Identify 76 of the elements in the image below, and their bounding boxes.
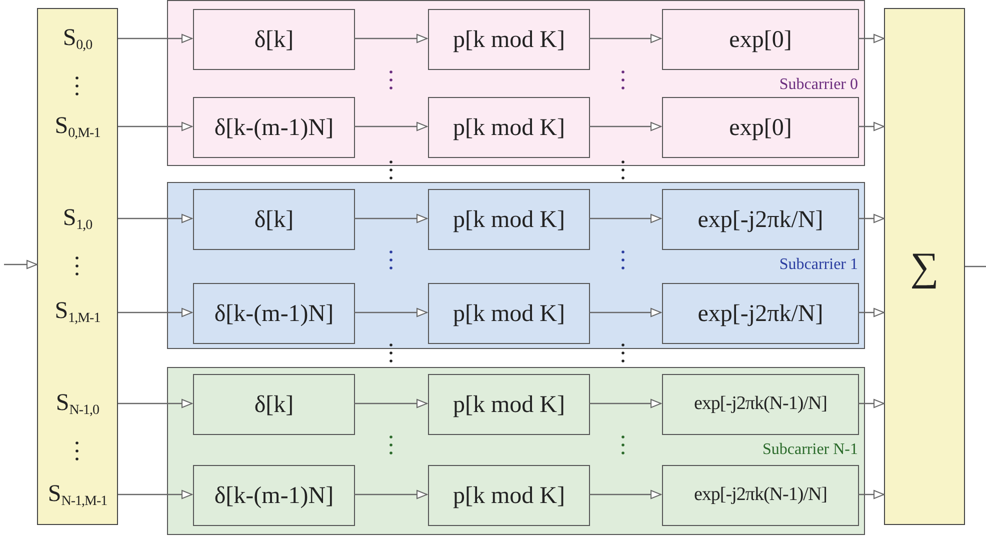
process-box <box>428 465 590 526</box>
block-label: δ[k-(m-1)N] <box>214 114 334 142</box>
arrow <box>589 399 662 408</box>
band-label: Subcarrier 0 <box>779 75 858 95</box>
block-label: exp[0] <box>729 114 792 142</box>
arrow <box>858 34 884 43</box>
block-label: exp[-j2πk/N] <box>698 206 824 234</box>
arrow <box>118 214 192 223</box>
summation-bar <box>884 8 965 525</box>
process-box <box>428 97 590 158</box>
block-label: δ[k-(m-1)N] <box>214 482 334 510</box>
arrow <box>354 399 428 408</box>
arrow <box>858 122 884 131</box>
process-box <box>193 189 355 250</box>
symbol-label: S$_{N-1,M-1}$ <box>48 480 108 509</box>
block-label: δ[k] <box>254 26 294 54</box>
process-box <box>428 283 590 344</box>
arrow <box>858 214 884 223</box>
process-box <box>428 189 590 250</box>
block-label: p[k mod K] <box>453 114 565 142</box>
arrow <box>589 214 662 223</box>
arrow <box>118 308 192 317</box>
arrow <box>858 490 884 499</box>
block-label: exp[-j2πk(N-1)/N] <box>694 392 827 416</box>
arrow <box>589 34 662 43</box>
arrow <box>354 308 428 317</box>
arrow <box>118 122 192 131</box>
symbol-label: S$_{0,M-1}$ <box>54 112 100 141</box>
block-label: exp[-j2πk(N-1)/N] <box>694 483 827 508</box>
subcarrier-band <box>167 182 865 349</box>
process-box <box>193 9 355 70</box>
symbol-bar <box>37 8 118 525</box>
arrow <box>118 34 192 43</box>
process-box <box>193 465 355 526</box>
block-label: exp[-j2πk/N] <box>698 300 824 328</box>
process-box <box>193 97 355 158</box>
block-label: δ[k] <box>254 390 294 420</box>
arrow <box>354 122 428 131</box>
block-label: p[k mod K] <box>453 390 565 420</box>
summation-symbol: ∑ <box>910 244 939 288</box>
symbol-label: S$_{0,0}$ <box>62 24 92 53</box>
block-label: p[k mod K] <box>453 206 565 234</box>
block-label: p[k mod K] <box>453 482 565 510</box>
arrow <box>589 308 662 317</box>
block-label: exp[0] <box>729 26 792 54</box>
subcarrier-band <box>167 367 865 535</box>
arrow <box>858 308 884 317</box>
process-box <box>662 374 859 435</box>
subcarrier-band <box>167 0 865 166</box>
arrow <box>4 260 38 269</box>
arrow <box>589 490 662 499</box>
symbol-label: S$_{1,M-1}$ <box>54 297 100 326</box>
process-box <box>193 374 355 435</box>
process-box <box>428 9 590 70</box>
arrow <box>354 214 428 223</box>
symbol-label: S$_{N-1,0}$ <box>56 389 100 418</box>
band-label: Subcarrier 1 <box>779 255 858 275</box>
process-box <box>662 97 859 158</box>
process-box <box>662 189 859 250</box>
process-box <box>193 283 355 344</box>
arrow <box>354 34 428 43</box>
symbol-label: S$_{1,0}$ <box>62 204 92 233</box>
arrow <box>858 399 884 408</box>
arrow <box>118 490 192 499</box>
block-label: p[k mod K] <box>453 26 565 54</box>
process-box <box>662 9 859 70</box>
process-box <box>428 374 590 435</box>
process-box <box>662 283 859 344</box>
block-label: δ[k-(m-1)N] <box>214 300 334 328</box>
arrow <box>118 399 192 408</box>
arrow <box>354 490 428 499</box>
arrow <box>589 122 662 131</box>
band-label: Subcarrier N-1 <box>762 440 858 460</box>
block-label: p[k mod K] <box>453 300 565 328</box>
process-box <box>662 465 859 526</box>
block-label: δ[k] <box>254 206 294 234</box>
